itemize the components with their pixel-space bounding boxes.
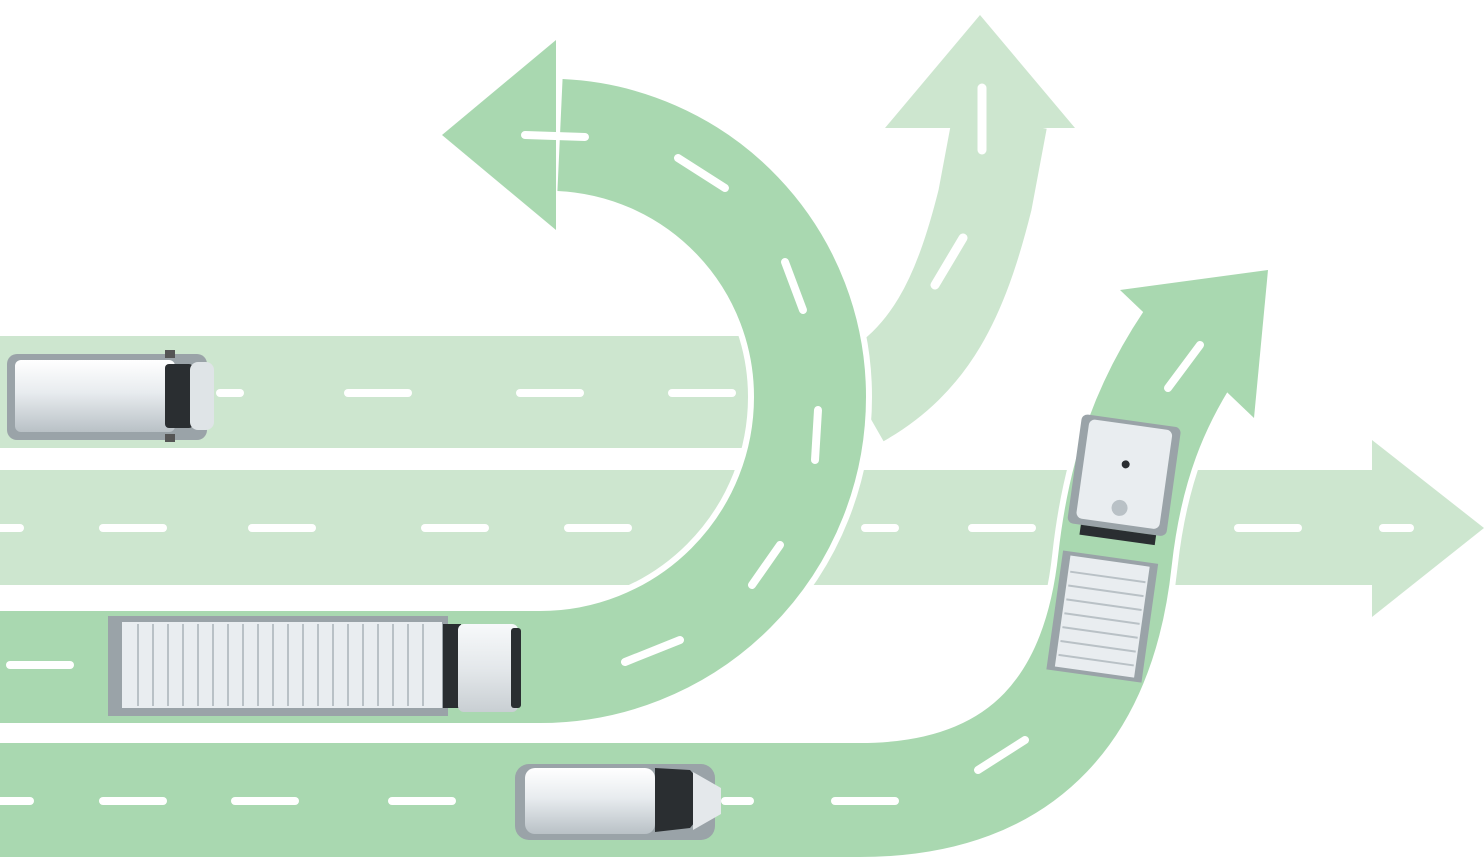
- truck-icon: [108, 616, 521, 716]
- van-icon: [7, 350, 214, 442]
- minivan-icon: [515, 764, 721, 840]
